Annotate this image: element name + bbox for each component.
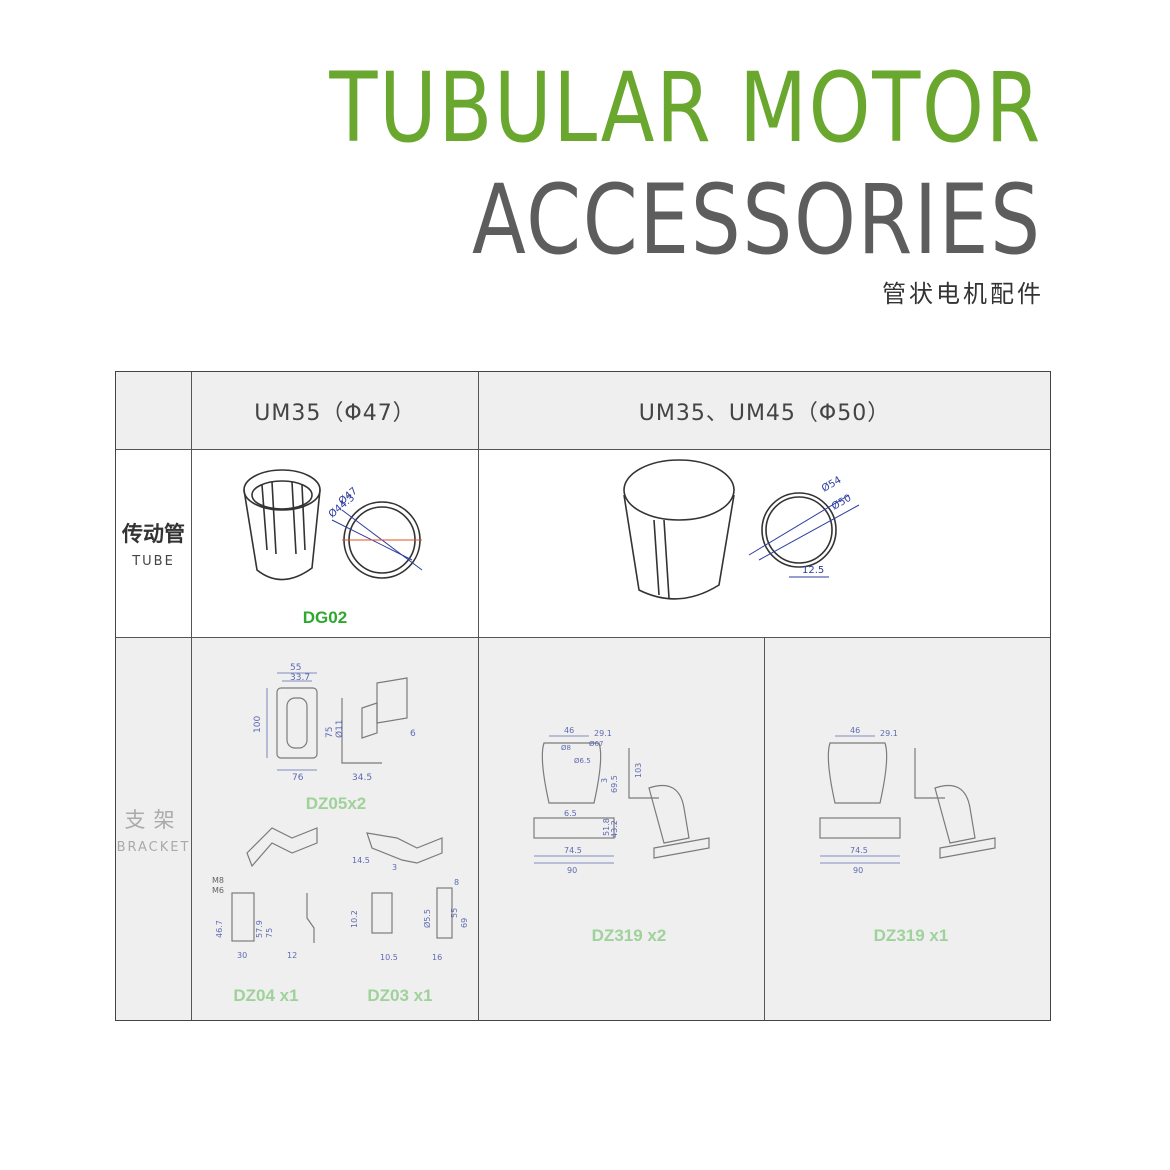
dz319-dim: 69.5	[610, 775, 619, 793]
dz05-dim: Ø11	[334, 719, 345, 738]
dz319-dim: 74.5	[850, 846, 868, 855]
dz04-dim: 12	[287, 951, 297, 960]
dz03-dim: 10.2	[350, 910, 359, 928]
dz319-dim: 46	[564, 726, 574, 735]
dz04-dim: 75	[265, 928, 274, 938]
bracket-dz319-drawing-a: 46 29.1 Ø8 Ø67 Ø6.5 3 69.5 103 6.5 43.2 …	[533, 726, 710, 875]
dim-phi54: Ø54	[820, 474, 844, 495]
grid-line	[116, 449, 1050, 450]
row-label-tube-cn: 传动管	[122, 522, 185, 546]
dz319-dim: 29.1	[880, 729, 898, 738]
subtitle-cn: 管状电机配件	[882, 280, 1044, 308]
dz04-dim: 57.9	[255, 920, 264, 938]
row-label-bracket: 支架 BRACKET	[116, 638, 191, 1020]
dz03-dim: 3	[392, 863, 397, 872]
title-line-1: TUBULAR MOTOR	[329, 52, 1042, 164]
model-dz04: DZ04 x1	[233, 986, 299, 1005]
model-dz319-x2: DZ319 x2	[591, 926, 667, 945]
dz319-dim: 46	[850, 726, 860, 735]
dz319-dim: 51.8	[602, 818, 611, 836]
dz319-dim: Ø6.5	[574, 757, 591, 765]
dz03-dim: 8	[454, 878, 459, 887]
dz03-dim: 69	[460, 918, 469, 928]
tube-drawing-phi50: Ø54 Ø50 12.5	[623, 459, 860, 600]
row-label-bracket-en: BRACKET	[116, 839, 191, 855]
header-row-bg	[116, 372, 1050, 449]
model-dg02: DG02	[302, 608, 348, 627]
grid-line	[764, 637, 765, 1020]
dz03-dim: 16	[432, 953, 442, 962]
model-dz319-x1: DZ319 x1	[873, 926, 949, 945]
column-header-phi47: UM35（Φ47）	[254, 400, 416, 426]
grid-line	[191, 372, 192, 1020]
row-label-bracket-cn: 支架	[124, 807, 183, 832]
accessories-table: UM35（Φ47） UM35、UM45（Φ50） 传动管 TUBE 支架 BRA…	[115, 371, 1051, 1021]
dz319-dim: 29.1	[594, 729, 612, 738]
dz03-dim: 10.5	[380, 953, 398, 962]
dz319-dim: 74.5	[564, 846, 582, 855]
dz319-dim: 90	[567, 866, 577, 875]
row-label-tube: 传动管 TUBE	[116, 450, 191, 637]
dz319-dim: 103	[634, 763, 643, 778]
column-header-phi50: UM35、UM45（Φ50）	[638, 400, 891, 426]
dz319-dim: 43.2	[610, 820, 619, 838]
dz03-dim: Ø5.5	[422, 909, 432, 928]
dz03-dim: 14.5	[352, 856, 370, 865]
dim-phi50: Ø50	[830, 492, 854, 513]
dz04-dim: M8	[212, 876, 224, 885]
dim-12-5: 12.5	[802, 565, 824, 576]
dz319-dim: 6.5	[564, 809, 577, 818]
dz319-dim: 90	[853, 866, 863, 875]
bracket-dz05-drawing: 55 33.7 100 75 Ø11 76 34.5 6 M8 M6 46.7 …	[212, 663, 469, 962]
dz05-dim: 34.5	[352, 773, 372, 783]
title-line-2: ACCESSORIES	[472, 164, 1042, 276]
dz319-dim: Ø67	[589, 740, 603, 748]
dz04-dim: 46.7	[215, 920, 224, 938]
dz05-dim: 6	[410, 729, 416, 739]
grid-line	[478, 372, 479, 1020]
model-dz05: DZ05x2	[305, 794, 367, 813]
dz04-dim: 30	[237, 951, 247, 960]
bracket-dz319-drawing-b: 46 29.1 74.5 90	[819, 726, 996, 875]
dz04-dim: M6	[212, 886, 224, 895]
model-dz03: DZ03 x1	[367, 986, 433, 1005]
dz03-dim: 55	[450, 908, 459, 918]
dz05-dim: 76	[292, 773, 304, 783]
dz05-dim: 75	[325, 727, 335, 738]
tube-drawing-phi47: Ø47 Ø44.3	[243, 469, 423, 581]
dz05-dim: 33.7	[290, 673, 310, 683]
grid-line	[116, 637, 1050, 638]
row-label-tube-en: TUBE	[132, 554, 175, 569]
dz319-dim: Ø8	[561, 744, 571, 752]
dz319-dim: 3	[600, 778, 609, 783]
dz05-dim: 100	[253, 716, 263, 733]
dz05-dim: 55	[290, 663, 301, 673]
